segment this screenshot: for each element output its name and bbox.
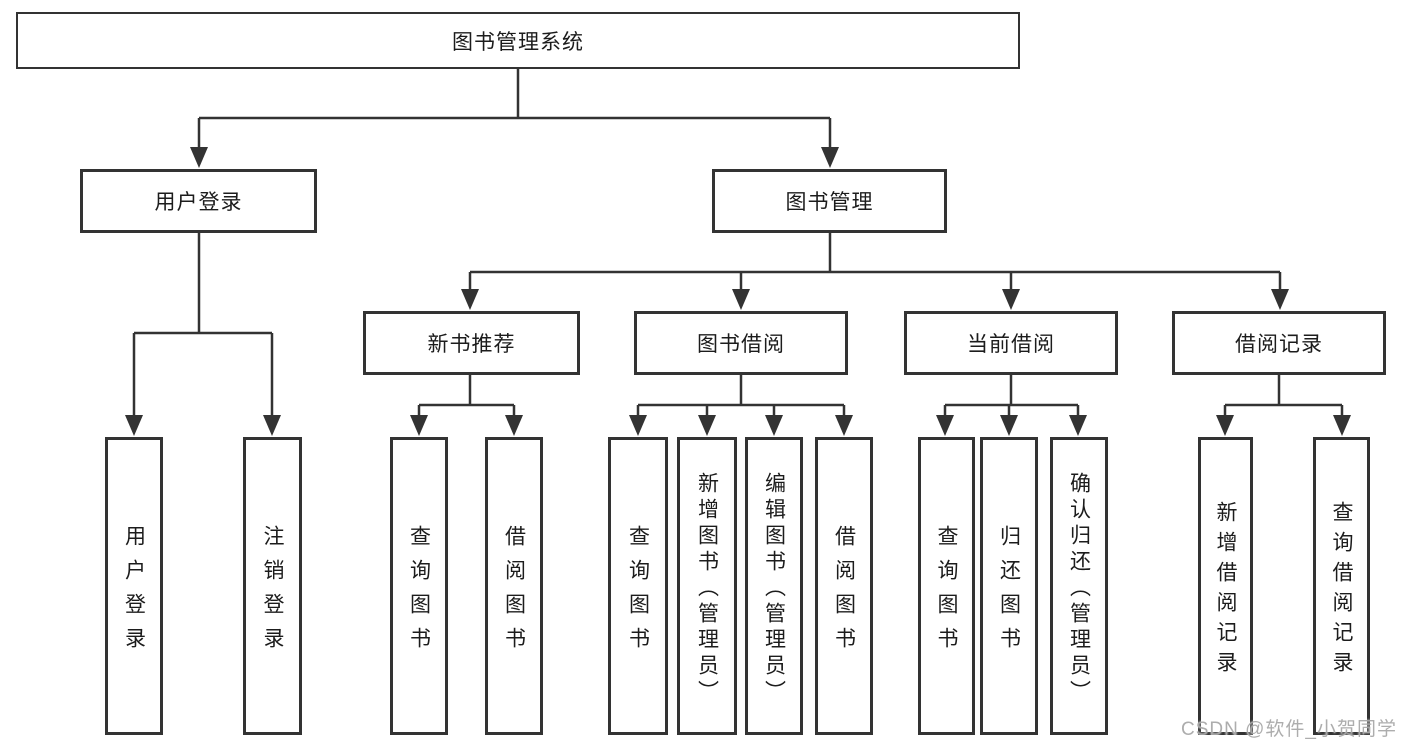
leaf-logout: 注销登录 bbox=[243, 437, 302, 735]
leaf-label: 查询图书 bbox=[935, 524, 958, 661]
connector-book-management-to-level3 bbox=[461, 233, 1289, 310]
node-label: 当前借阅 bbox=[967, 333, 1055, 356]
leaf-label: 查询图书 bbox=[407, 524, 431, 661]
connector-root-to-level2 bbox=[190, 69, 839, 168]
node-borrowing-records: 借阅记录 bbox=[1172, 311, 1386, 375]
leaf-confirm-return-admin: 确认归还（管理员） bbox=[1050, 437, 1108, 735]
leaf-return-book: 归还图书 bbox=[980, 437, 1038, 735]
leaf-borrow-books-recommend: 借阅图书 bbox=[485, 437, 543, 735]
csdn-watermark: CSDN @软件_小贺同学 bbox=[1181, 719, 1397, 740]
node-label: 图书借阅 bbox=[697, 333, 785, 356]
node-user-login: 用户登录 bbox=[80, 169, 317, 233]
leaf-label: 编辑图书（管理员） bbox=[762, 471, 786, 706]
connector-user-login-children bbox=[125, 233, 281, 436]
leaf-add-book-admin: 新增图书（管理员） bbox=[677, 437, 737, 735]
leaf-label: 借阅图书 bbox=[502, 524, 526, 661]
node-book-borrowing: 图书借阅 bbox=[634, 311, 848, 375]
leaf-label: 查询图书 bbox=[626, 524, 650, 661]
leaf-query-books-recommend: 查询图书 bbox=[390, 437, 448, 735]
node-label: 新书推荐 bbox=[427, 333, 516, 356]
leaf-label: 确认归还（管理员） bbox=[1067, 471, 1091, 706]
leaf-edit-book-admin: 编辑图书（管理员） bbox=[745, 437, 803, 735]
leaf-user-login: 用户登录 bbox=[105, 437, 163, 735]
leaf-borrow-books-borrowing: 借阅图书 bbox=[815, 437, 873, 735]
leaf-add-borrow-record: 新增借阅记录 bbox=[1198, 437, 1253, 735]
leaf-query-books-current: 查询图书 bbox=[918, 437, 975, 735]
leaf-query-borrow-record: 查询借阅记录 bbox=[1313, 437, 1370, 735]
node-label: 图书管理 bbox=[785, 191, 874, 214]
leaf-label: 查询借阅记录 bbox=[1330, 500, 1353, 681]
node-label: 借阅记录 bbox=[1235, 333, 1323, 356]
node-system-root: 图书管理系统 bbox=[16, 12, 1020, 69]
node-new-book-recommendation: 新书推荐 bbox=[363, 311, 580, 375]
connector-borrowing-records-children bbox=[1216, 375, 1351, 436]
node-label: 用户登录 bbox=[154, 191, 243, 214]
leaf-label: 新增图书（管理员） bbox=[695, 471, 719, 706]
leaf-label: 借阅图书 bbox=[832, 524, 856, 661]
connector-current-borrowing-children bbox=[936, 375, 1087, 436]
node-book-management: 图书管理 bbox=[712, 169, 947, 233]
leaf-label: 新增借阅记录 bbox=[1214, 500, 1237, 681]
node-current-borrowing: 当前借阅 bbox=[904, 311, 1118, 375]
node-label: 图书管理系统 bbox=[452, 30, 584, 54]
connector-new-book-recommendation-children bbox=[410, 375, 523, 436]
leaf-query-books-borrowing: 查询图书 bbox=[608, 437, 668, 735]
connector-book-borrowing-children bbox=[629, 375, 853, 436]
leaf-label: 归还图书 bbox=[997, 524, 1021, 661]
leaf-label: 注销登录 bbox=[261, 524, 284, 661]
leaf-label: 用户登录 bbox=[122, 524, 146, 661]
